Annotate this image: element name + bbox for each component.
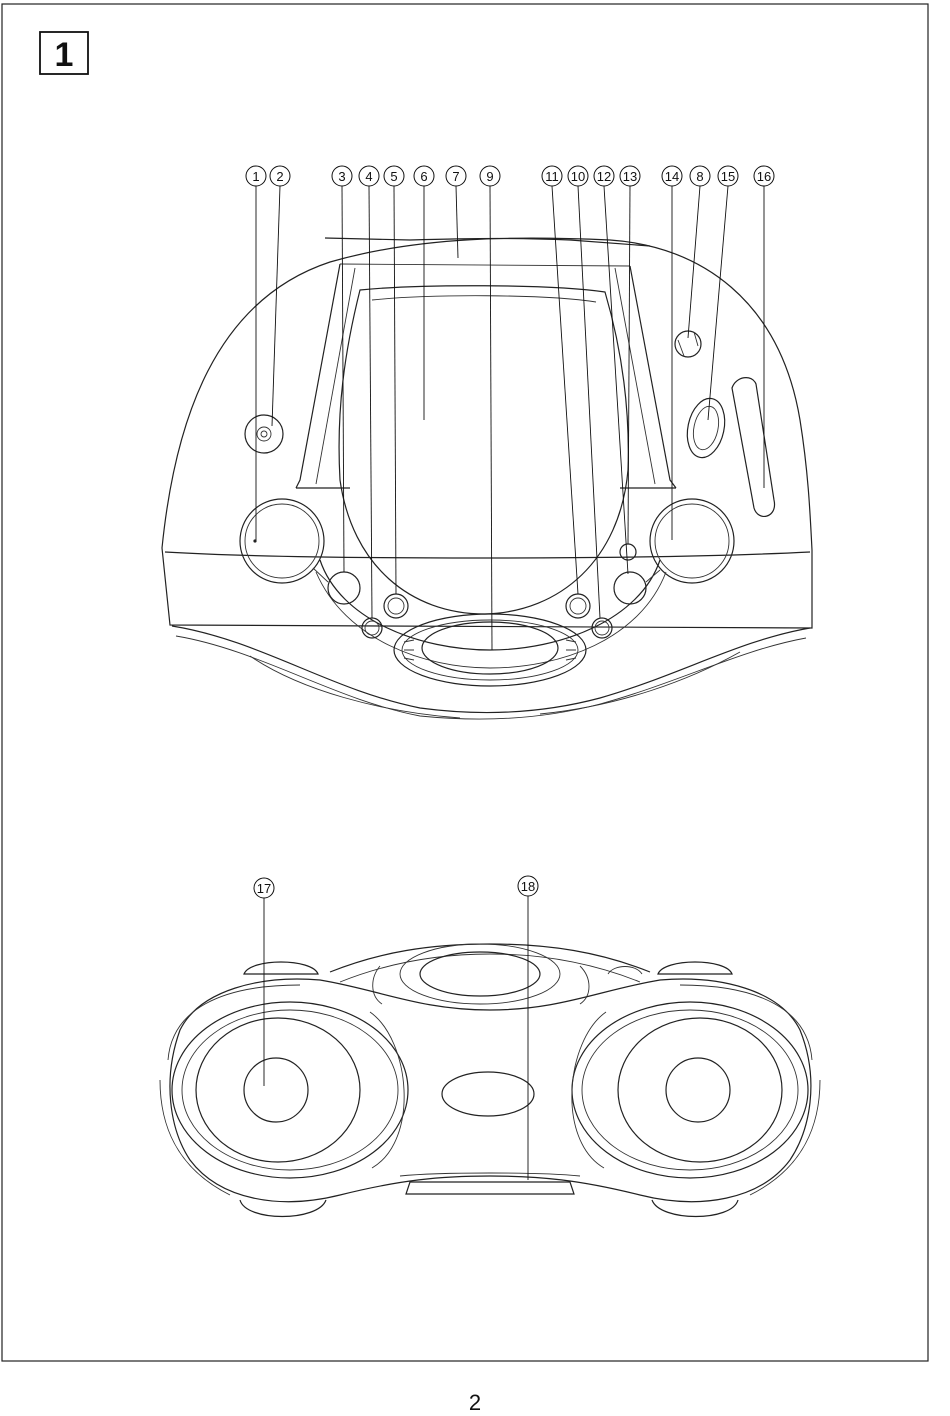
svg-text:16: 16 bbox=[757, 169, 771, 184]
svg-text:12: 12 bbox=[597, 169, 611, 184]
callout-14: 14 bbox=[662, 166, 682, 186]
callout-12: 12 bbox=[594, 166, 614, 186]
callout-2: 2 bbox=[270, 166, 290, 186]
svg-text:6: 6 bbox=[420, 169, 427, 184]
callout-3: 3 bbox=[332, 166, 352, 186]
svg-text:7: 7 bbox=[452, 169, 459, 184]
svg-text:9: 9 bbox=[486, 169, 493, 184]
callout-1: 1 bbox=[246, 166, 266, 186]
svg-text:1: 1 bbox=[252, 169, 259, 184]
svg-text:15: 15 bbox=[721, 169, 735, 184]
front-leader-lines bbox=[256, 186, 764, 650]
callout-11: 11 bbox=[542, 166, 562, 186]
svg-text:18: 18 bbox=[521, 879, 535, 894]
callout-8: 8 bbox=[690, 166, 710, 186]
callout-9: 9 bbox=[480, 166, 500, 186]
callout-6: 6 bbox=[414, 166, 434, 186]
callout-13: 13 bbox=[620, 166, 640, 186]
callout-5: 5 bbox=[384, 166, 404, 186]
callout-4: 4 bbox=[359, 166, 379, 186]
svg-text:4: 4 bbox=[365, 169, 372, 184]
callout-7: 7 bbox=[446, 166, 466, 186]
rear-leader-lines bbox=[264, 896, 528, 1180]
callout-15: 15 bbox=[718, 166, 738, 186]
svg-text:17: 17 bbox=[257, 881, 271, 896]
svg-text:11: 11 bbox=[545, 169, 559, 184]
front-callouts: 1 2 3 4 5 6 7 9 11 10 12 13 14 8 15 16 bbox=[246, 166, 774, 186]
callout-16: 16 bbox=[754, 166, 774, 186]
figure-border bbox=[2, 4, 928, 1361]
rear-callouts: 17 18 bbox=[254, 876, 538, 898]
svg-text:10: 10 bbox=[571, 169, 585, 184]
svg-text:3: 3 bbox=[338, 169, 345, 184]
callout-17: 17 bbox=[254, 878, 274, 898]
callout-10: 10 bbox=[568, 166, 588, 186]
callout-18: 18 bbox=[518, 876, 538, 896]
page-number: 2 bbox=[0, 1390, 950, 1416]
rear-view-drawing bbox=[160, 944, 820, 1217]
figure-number-box: 1 bbox=[40, 32, 88, 74]
svg-text:13: 13 bbox=[623, 169, 637, 184]
svg-text:14: 14 bbox=[665, 169, 679, 184]
svg-text:2: 2 bbox=[276, 169, 283, 184]
figure-number: 1 bbox=[55, 36, 74, 74]
front-view-drawing bbox=[162, 238, 812, 719]
svg-text:8: 8 bbox=[696, 169, 703, 184]
svg-text:5: 5 bbox=[390, 169, 397, 184]
